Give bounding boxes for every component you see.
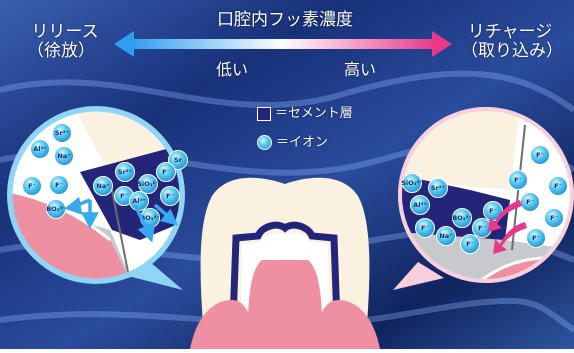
recharge-ion: F⁻ [483,201,503,221]
recharge-ion: F⁻ [460,234,480,254]
release-ion-label: SiO₃²⁻ [137,180,159,188]
recharge-ion-label: F⁻ [554,182,562,190]
release-ion: F⁻ [156,162,176,182]
cement-layer-legend-label: ＝セメント層 [275,106,353,121]
recharge-ion: F⁻ [530,145,550,165]
recharge-ion-label: F⁻ [514,176,522,184]
recharge-arrows [488,200,527,254]
release-label: リリース [31,22,99,42]
recharge-ion-label: F⁻ [466,240,474,248]
release-ion: BO₃³⁻ [46,199,66,219]
release-ion-label: F⁻ [120,192,128,200]
recharge-ion: F⁻ [508,170,528,190]
recharge-ion: SiO₃²⁻ [401,173,423,193]
release-ion: Sr²⁺ [52,123,72,143]
release-ion: Sr²⁺ [115,162,135,182]
release-ion: SiO₃²⁻ [137,174,159,194]
recharge-ion-label: SiO₃²⁻ [401,179,423,187]
release-ion: F⁻ [22,176,42,196]
release-ion-label: Sr [174,156,183,164]
recharge-ion: Sr²⁺ [428,178,448,198]
recharge-ion: F⁻ [472,218,492,238]
recharge-ion-label: Sr²⁺ [431,184,445,192]
release-ion-label: F⁻ [166,192,174,200]
release-ion: Na⁺ [93,176,113,196]
release-ion-label: F⁻ [162,168,170,176]
recharge-ion: F⁻ [415,218,435,238]
release-ion-label: Al³⁺ [33,145,47,153]
high-concentration-label: 高い [343,60,377,79]
recharge-ion: BO₃³⁻ [452,208,472,228]
concentration-arrow [114,31,452,57]
recharge-ion-label: BO₃³⁻ [452,214,472,222]
release-ion-label: Sr²⁺ [55,129,69,137]
release-sublabel: （徐放） [27,41,95,61]
recharge-ion: F⁻ [520,192,540,212]
recharge-ion-label: F⁻ [526,198,534,206]
recharge-ion-label: Na⁺ [439,232,452,240]
recharge-label: リチャージ [467,22,553,42]
release-ion: F⁻ [49,175,69,195]
release-arrows [64,196,179,243]
release-ion-label: Sr²⁺ [118,168,132,176]
release-ion: Sr [168,150,188,170]
recharge-ion: F⁻ [526,228,546,248]
recharge-ion-label: F⁻ [478,224,486,232]
recharge-sublabel: （取り込み） [461,41,563,61]
tooth-illustration [190,177,380,350]
release-ion-label: Na⁺ [57,152,70,160]
recharge-ion: Al³⁺ [410,195,430,215]
release-ion: Na⁺ [54,146,74,166]
release-ion: F⁻ [160,186,180,206]
cement-layer-swatch [257,107,271,121]
release-ion-label: Al³⁺ [132,197,146,205]
release-ion-label: Na⁺ [96,182,109,190]
release-ion-label: F⁻ [28,182,36,190]
ion-legend-label: ＝イオン [276,135,329,150]
recharge-ion-label: F⁻ [536,151,544,159]
release-ion-label: BO₃³⁻ [46,205,66,213]
recharge-bubble: SiO₃²⁻ Al³⁺ Sr²⁺ F⁻ Na⁺ BO₃³⁻ F⁻ F⁻ F⁻ F⁻ F⁻ F⁻ F⁻ F⁻… [393,107,574,290]
ion-swatch [257,135,272,150]
recharge-ion: F⁻ [544,208,564,228]
low-concentration-label: 低い [215,60,249,79]
diagram-title: 口腔内フッ素濃度 [217,10,353,30]
release-ion-label: F⁻ [55,181,63,189]
recharge-ion: Na⁺ [436,226,456,246]
release-ion: Al³⁺ [129,191,149,211]
release-bubble: Sr²⁺Al³⁺Na⁺F⁻F⁻BO₃³⁻Na⁺Sr²⁺F⁻SiO₃²⁻Al³⁺B… [7,106,188,290]
recharge-ion-label: F⁻ [550,214,558,222]
release-ion: Al³⁺ [30,139,50,159]
recharge-ion-label: F⁻ [421,224,429,232]
recharge-ion-label: Al³⁺ [413,201,427,209]
recharge-ion-label: F⁻ [489,207,497,215]
recharge-ion: F⁻ [548,176,568,196]
release-ion: F⁻ [114,186,134,206]
recharge-ion-label: F⁻ [532,234,540,242]
release-ion-label: BO₃³⁻ [140,214,160,222]
